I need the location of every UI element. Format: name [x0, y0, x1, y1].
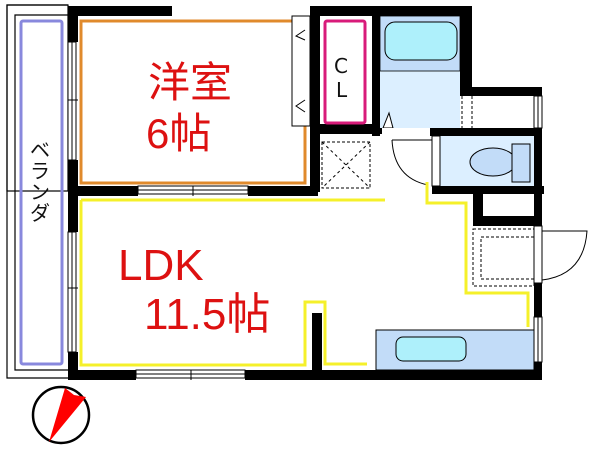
bathroom — [379, 15, 473, 136]
western-room-label: 洋室 — [148, 59, 233, 106]
walls — [68, 6, 544, 380]
ldk-size: 11.5帖 — [144, 290, 271, 339]
closet-outline — [323, 19, 367, 125]
veranda-label: ベ ラ ン ダ — [28, 140, 52, 224]
north-arrow-icon — [31, 385, 91, 445]
veranda — [6, 4, 69, 379]
closet-label-c: C — [334, 54, 348, 78]
veranda-char: ン — [30, 180, 50, 204]
veranda-char: ラ — [30, 159, 50, 183]
closet-label-l: L — [336, 78, 348, 102]
western-room-size: 6帖 — [146, 110, 212, 157]
ldk-label: LDK — [118, 241, 204, 290]
toilet — [431, 135, 534, 187]
windows — [67, 41, 543, 380]
veranda-char: ダ — [30, 201, 50, 225]
ldk-outline — [79, 200, 367, 367]
kitchen-counter — [375, 329, 535, 371]
veranda-char: ベ — [30, 138, 50, 162]
